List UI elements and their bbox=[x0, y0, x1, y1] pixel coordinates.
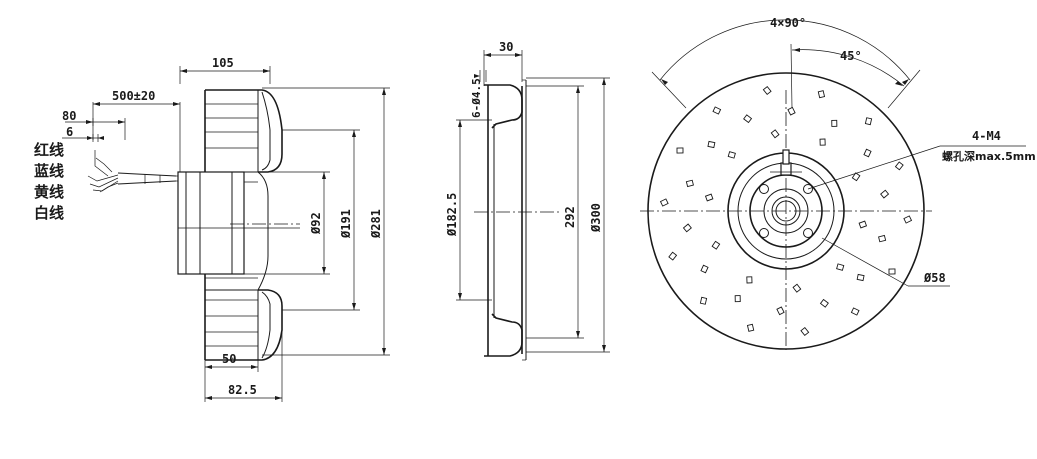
blade-slot bbox=[856, 273, 865, 282]
blade-slot bbox=[727, 151, 736, 159]
dim-strip-length: 80 bbox=[62, 109, 76, 123]
dim-mount-holes: 6-Ø4.5 bbox=[470, 78, 483, 118]
wire-label-blue: 蓝线 bbox=[34, 162, 64, 180]
motor-side-body bbox=[177, 171, 300, 275]
blade-slot bbox=[770, 129, 780, 139]
blade-slot bbox=[682, 223, 692, 233]
dim-inner-diameter: Ø182.5 bbox=[445, 193, 459, 237]
blade-slot bbox=[776, 306, 785, 316]
dim-tin-length: 6 bbox=[66, 125, 73, 139]
front-view: 4×90° 45° bbox=[640, 16, 1036, 350]
blade-slot bbox=[746, 276, 753, 284]
blade-slot bbox=[676, 147, 684, 154]
section-view: 30 6-Ø4.5 Ø182.5 292 bbox=[445, 40, 610, 361]
blade-slot bbox=[734, 295, 741, 303]
dim-outer-diameter: Ø281 bbox=[369, 209, 383, 239]
dim-hub-diameter: Ø58 bbox=[923, 271, 946, 285]
blade-slot bbox=[711, 240, 721, 250]
blade-slot bbox=[704, 193, 714, 202]
blade-slot bbox=[863, 148, 872, 158]
blade-slot bbox=[894, 161, 904, 171]
arc-45 bbox=[791, 49, 905, 87]
blade-slot bbox=[659, 198, 669, 207]
wire-leads bbox=[87, 150, 186, 193]
blade-slot bbox=[685, 179, 694, 188]
blade-slot bbox=[787, 106, 796, 116]
dim-blade-diameter: 292 bbox=[563, 206, 577, 228]
blade-slot bbox=[819, 138, 826, 146]
blade-slot bbox=[858, 220, 868, 229]
hub bbox=[727, 149, 845, 270]
dim-inlet-diameter: Ø191 bbox=[339, 209, 353, 239]
blade-slot bbox=[888, 268, 896, 275]
blade-slot bbox=[800, 326, 810, 337]
side-view: 红线 蓝线 黄线 白线 500±20 bbox=[34, 56, 390, 402]
blade-slot bbox=[880, 189, 890, 199]
dim-blade-depth: 82.5 bbox=[228, 383, 257, 397]
wire-label-yellow: 黄线 bbox=[34, 183, 64, 201]
blade-slot bbox=[836, 263, 845, 271]
blade-slot bbox=[792, 283, 802, 293]
wire-label-red: 红线 bbox=[34, 141, 64, 159]
blade-slots bbox=[659, 85, 913, 337]
dim-overall-width: 105 bbox=[212, 56, 234, 70]
dim-section-depth: 30 bbox=[499, 40, 513, 54]
blade-slot bbox=[700, 264, 709, 274]
blade-slot bbox=[850, 307, 860, 316]
blade-slot bbox=[851, 172, 861, 182]
dim-lead-length: 500±20 bbox=[112, 89, 155, 103]
blade-slot bbox=[831, 119, 838, 127]
blade-slot bbox=[903, 215, 913, 224]
blade-slot bbox=[864, 117, 873, 126]
impeller-side-body bbox=[204, 89, 283, 361]
blade-slot bbox=[817, 90, 826, 99]
section-outline bbox=[484, 79, 527, 361]
blade-slot bbox=[746, 323, 755, 332]
dim-max-diameter: Ø300 bbox=[589, 203, 603, 233]
dim-angle-45: 45° bbox=[840, 49, 862, 63]
dim-pattern-4x90: 4×90° bbox=[770, 16, 806, 30]
wire-label-white: 白线 bbox=[34, 204, 64, 222]
blade-slot bbox=[743, 114, 753, 124]
blade-slot bbox=[712, 106, 722, 115]
dim-hub-depth: 50 bbox=[222, 352, 236, 366]
dim-thread: 4-M4 bbox=[972, 129, 1001, 143]
blade-slot bbox=[878, 234, 887, 243]
dim-motor-diameter: Ø92 bbox=[309, 212, 323, 235]
dim-thread-note: 螺孔深max.5mm bbox=[942, 149, 1036, 163]
blade-slot bbox=[819, 298, 829, 308]
blade-slot bbox=[707, 140, 716, 149]
blade-slot bbox=[699, 296, 708, 305]
arc-4x90 bbox=[659, 19, 911, 81]
blade-slot bbox=[668, 251, 678, 261]
blade-slot bbox=[762, 85, 772, 96]
